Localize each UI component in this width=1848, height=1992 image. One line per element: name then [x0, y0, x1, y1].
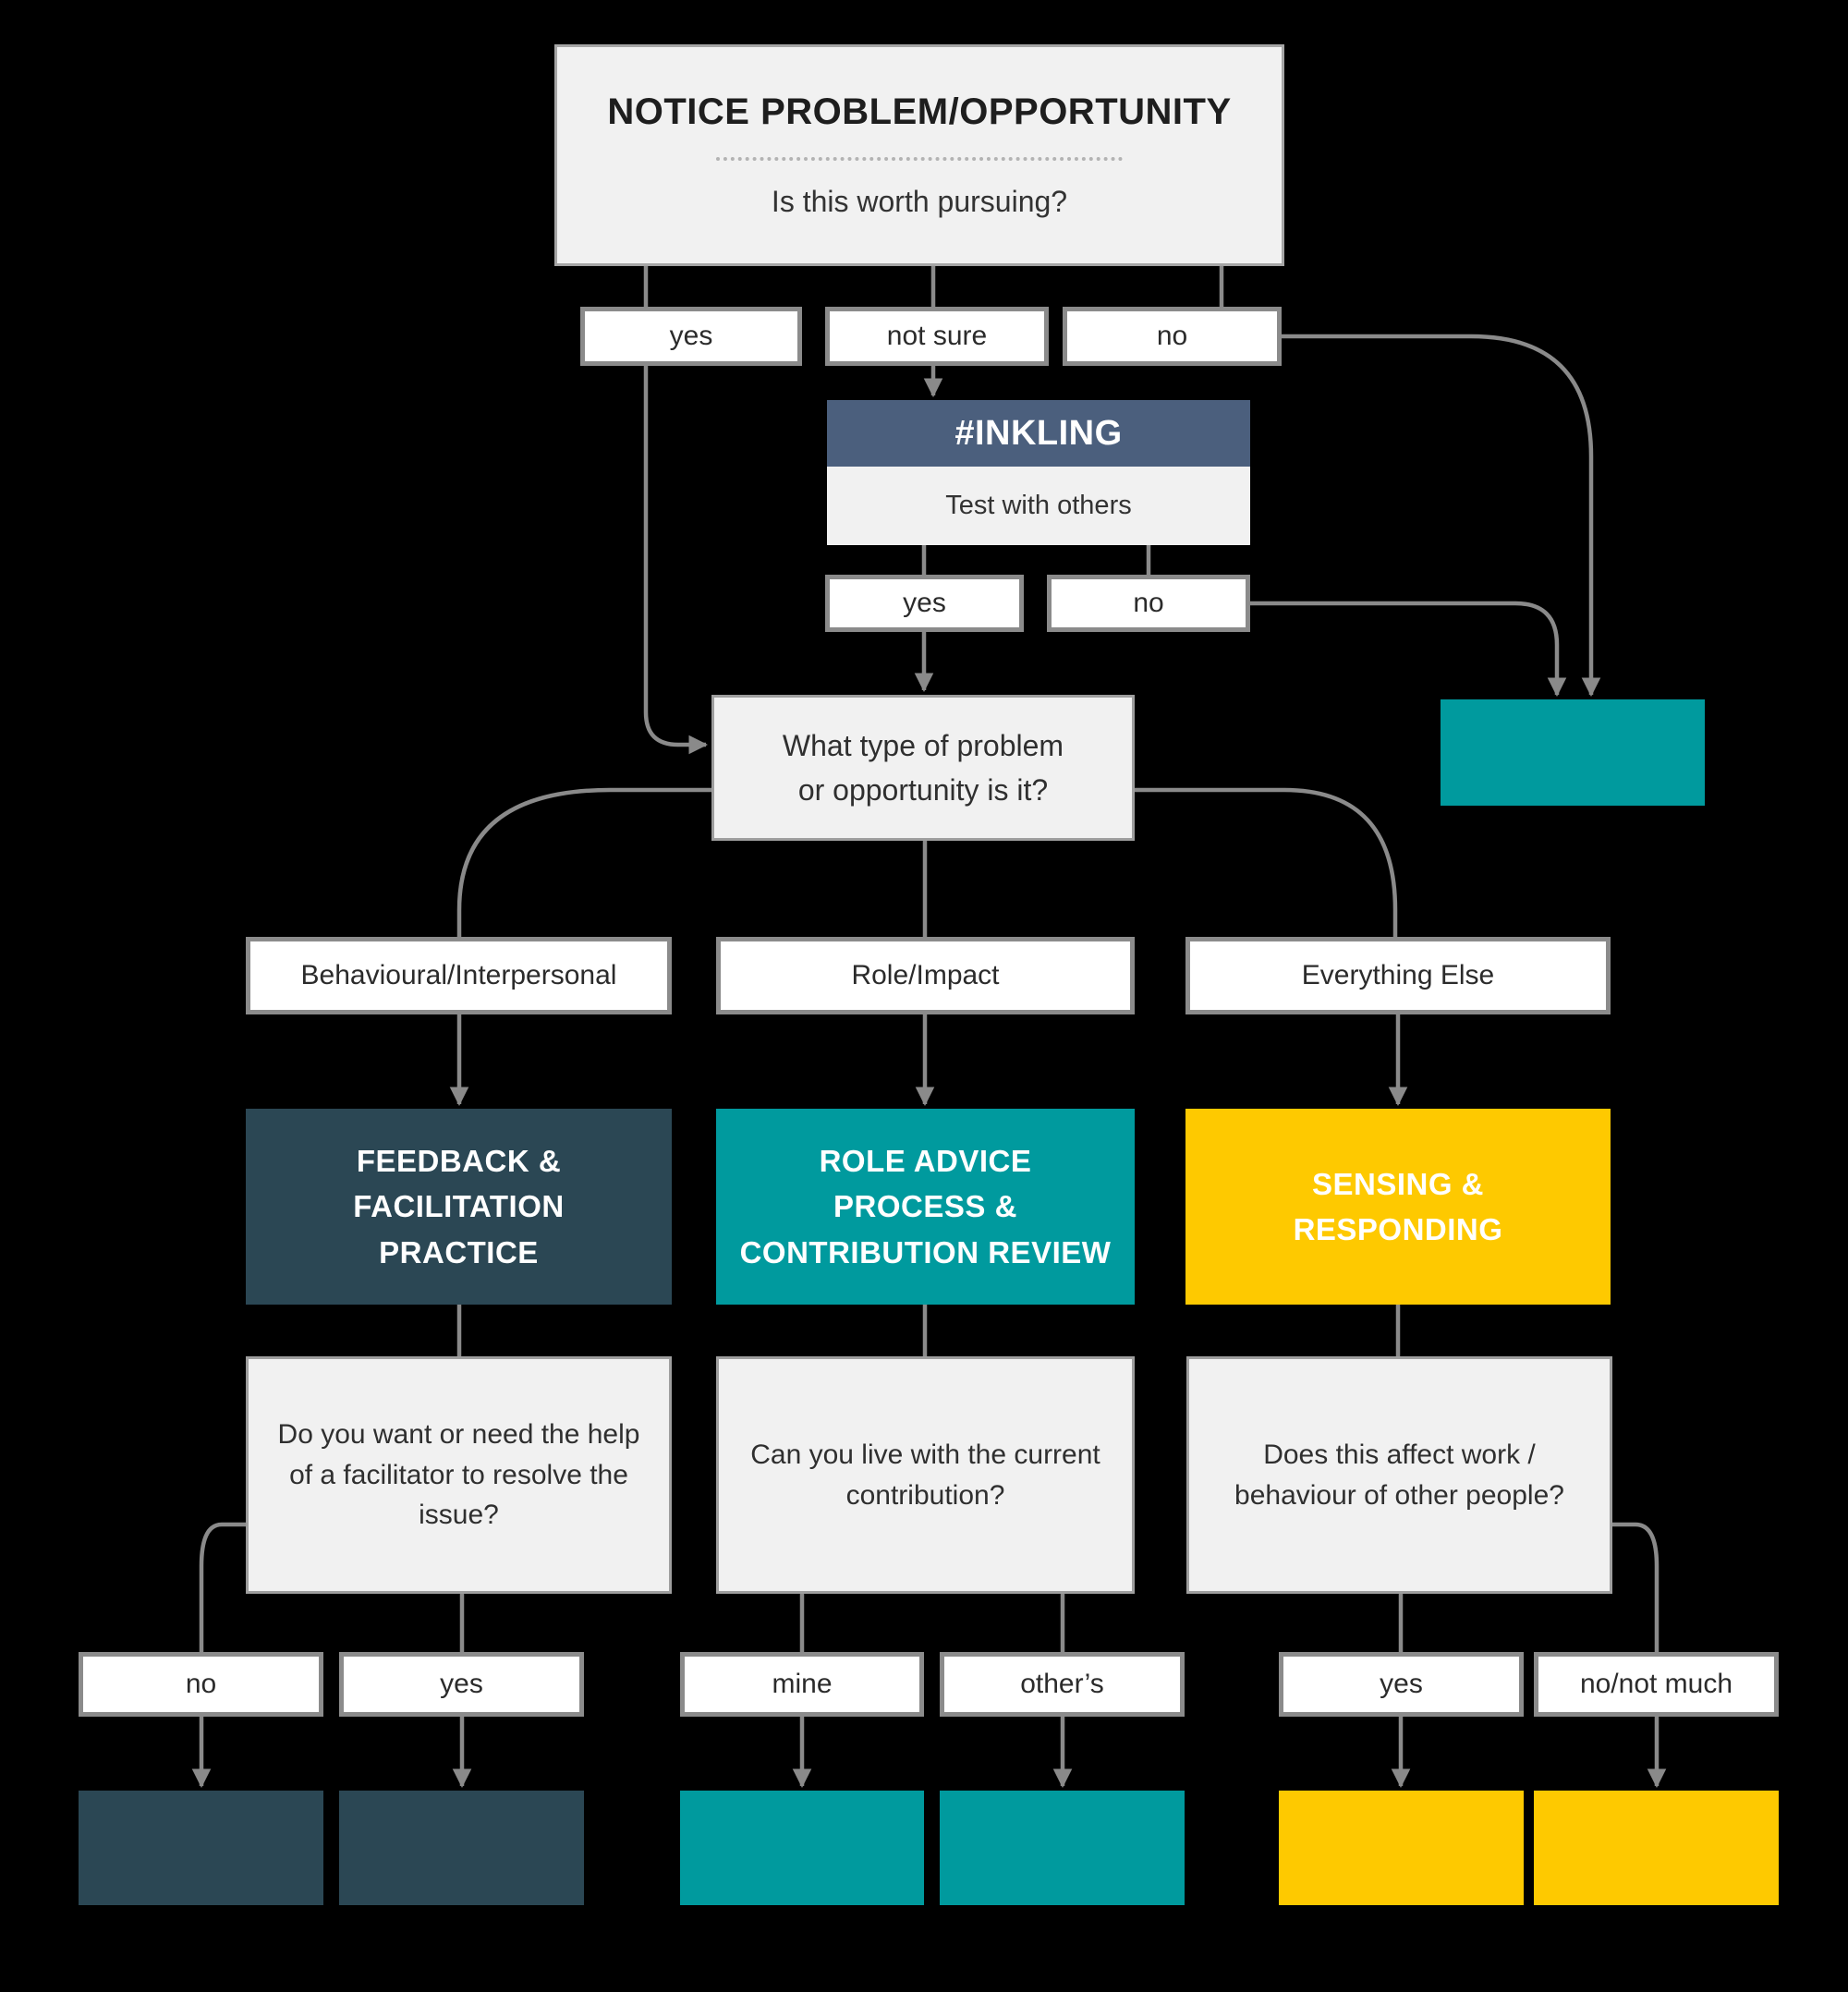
inkling-body-text: Test with others	[945, 491, 1132, 520]
answer-affect-no-not-much: no/not much	[1534, 1652, 1779, 1717]
inkling-yes-label: yes	[903, 588, 946, 618]
practice-sensing-responding: SENSING & RESPONDING	[1185, 1109, 1611, 1305]
answer-contribution-mine-label: mine	[772, 1669, 833, 1699]
endpoint-dark-1	[79, 1791, 323, 1905]
stop-endpoint-box	[1441, 699, 1705, 806]
option-not-sure: not sure	[825, 307, 1049, 366]
question-facilitator-text: Do you want or need the help of a facili…	[277, 1419, 640, 1531]
option-not-sure-label: not sure	[886, 321, 988, 351]
option-no-label: no	[1156, 321, 1188, 351]
practice-role-advice-label: ROLE ADVICE PROCESS & CONTRIBUTION REVIE…	[739, 1143, 1112, 1269]
answer-affect-yes: yes	[1279, 1652, 1524, 1717]
question-contribution-text: Can you live with the current contributi…	[750, 1439, 1100, 1511]
inkling-title: #INKLING	[954, 413, 1123, 453]
endpoint-yellow-1	[1279, 1791, 1524, 1905]
branch-role-impact: Role/Impact	[716, 937, 1135, 1014]
answer-contribution-others: other’s	[940, 1652, 1185, 1717]
option-yes: yes	[580, 307, 802, 366]
answer-affect-no-not-much-label: no/not much	[1579, 1669, 1733, 1699]
type-question-node: What type of problem or opportunity is i…	[711, 695, 1135, 841]
practice-feedback-label: FEEDBACK & FACILITATION PRACTICE	[353, 1143, 565, 1269]
inkling-option-no: no	[1047, 575, 1250, 632]
branch-everything-else: Everything Else	[1185, 937, 1611, 1014]
inkling-no-label: no	[1133, 588, 1164, 618]
endpoint-dark-2	[339, 1791, 584, 1905]
practice-sensing-label: SENSING & RESPONDING	[1293, 1166, 1503, 1247]
branch-behavioural: Behavioural/Interpersonal	[246, 937, 672, 1014]
question-affect-others-text: Does this affect work / behaviour of oth…	[1234, 1439, 1564, 1511]
branch-role-impact-label: Role/Impact	[851, 960, 1000, 990]
question-facilitator: Do you want or need the help of a facili…	[246, 1356, 672, 1594]
start-node: NOTICE PROBLEM/OPPORTUNITY Is this worth…	[554, 44, 1284, 266]
endpoint-yellow-2	[1534, 1791, 1779, 1905]
endpoint-teal-1	[680, 1791, 924, 1905]
answer-facilitator-yes: yes	[339, 1652, 584, 1717]
branch-behavioural-label: Behavioural/Interpersonal	[300, 960, 617, 990]
start-question: Is this worth pursuing?	[771, 185, 1068, 218]
option-no: no	[1063, 307, 1282, 366]
answer-affect-yes-label: yes	[1380, 1669, 1423, 1699]
practice-feedback-facilitation: FEEDBACK & FACILITATION PRACTICE	[246, 1109, 672, 1305]
type-question-text: What type of problem or opportunity is i…	[782, 729, 1064, 807]
branch-everything-else-label: Everything Else	[1301, 960, 1495, 990]
answer-facilitator-no-label: no	[185, 1669, 217, 1699]
answer-facilitator-no: no	[79, 1652, 323, 1717]
inkling-option-yes: yes	[825, 575, 1024, 632]
question-contribution: Can you live with the current contributi…	[716, 1356, 1135, 1594]
answer-facilitator-yes-label: yes	[440, 1669, 483, 1699]
dotted-divider	[716, 157, 1123, 161]
answer-contribution-others-label: other’s	[1020, 1669, 1104, 1699]
inkling-header: #INKLING	[827, 400, 1250, 467]
option-yes-label: yes	[669, 321, 713, 351]
practice-role-advice: ROLE ADVICE PROCESS & CONTRIBUTION REVIE…	[716, 1109, 1135, 1305]
answer-contribution-mine: mine	[680, 1652, 924, 1717]
start-title: NOTICE PROBLEM/OPPORTUNITY	[607, 91, 1232, 132]
question-affect-others: Does this affect work / behaviour of oth…	[1186, 1356, 1612, 1594]
endpoint-teal-2	[940, 1791, 1185, 1905]
inkling-body: Test with others	[827, 467, 1250, 545]
